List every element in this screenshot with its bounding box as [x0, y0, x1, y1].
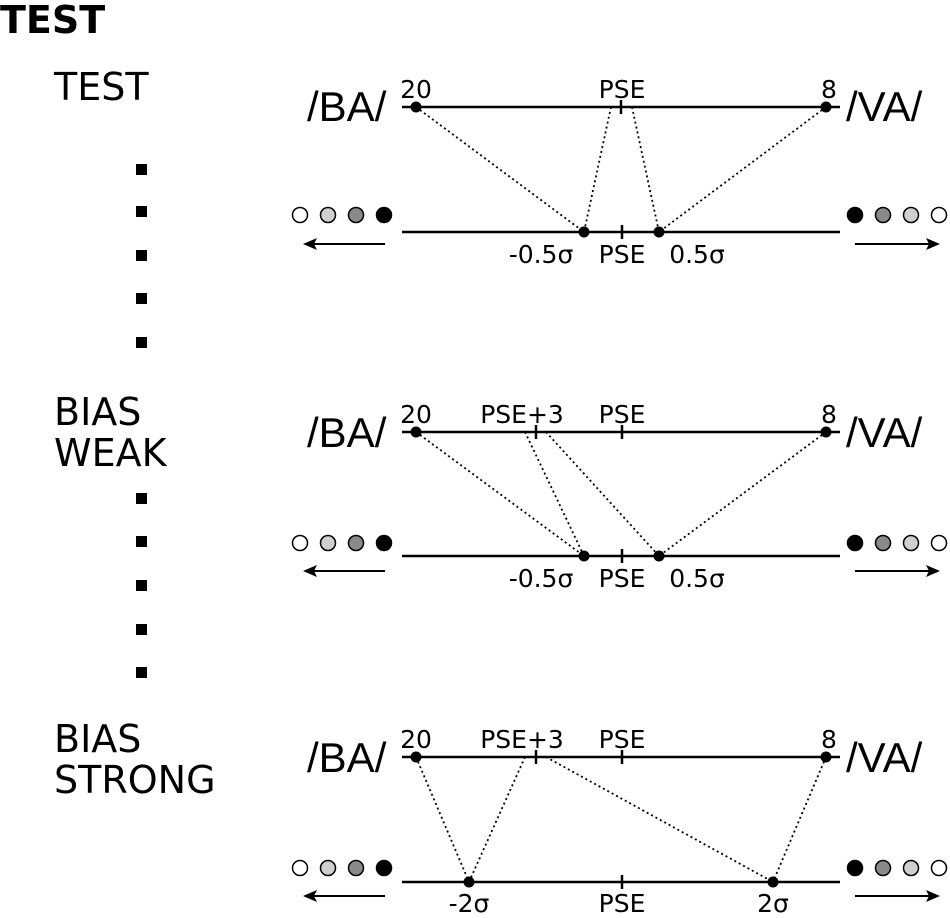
top-pse-label: PSE	[599, 75, 646, 104]
top-shift-label: PSE+3	[480, 725, 564, 754]
right-arrow-icon	[855, 238, 940, 250]
top-right-value: 8	[821, 75, 837, 104]
response-scale-right	[846, 859, 948, 877]
right-phoneme: /VA/	[846, 409, 923, 456]
left-phoneme: /BA/	[307, 734, 387, 781]
top-right-value: 8	[821, 400, 837, 429]
left-arrow-icon	[303, 238, 385, 250]
panel-label-bias-strong-line2: STRONG	[54, 758, 216, 802]
criterion-dot	[653, 226, 665, 238]
top-left-value: 20	[400, 400, 432, 429]
left-arrow-icon	[303, 565, 385, 577]
heading: TEST	[0, 0, 105, 42]
top-shift-label: PSE+3	[480, 400, 564, 429]
top-left-value: 20	[400, 725, 432, 754]
bottom-pse-label: PSE	[599, 240, 646, 269]
bottom-left-label: -0.5σ	[509, 564, 574, 593]
top-pse-label: PSE	[599, 725, 646, 754]
mapping-lines	[415, 106, 827, 233]
ellipsis-dots-lower	[136, 493, 147, 678]
bottom-pse-label: PSE	[599, 889, 646, 918]
criterion-dot	[578, 550, 590, 562]
left-phoneme: /BA/	[307, 409, 387, 456]
mapping-lines	[415, 756, 827, 883]
panel-label-bias-weak-line2: WEAK	[54, 431, 168, 475]
response-scale-left	[291, 206, 393, 224]
criterion-dot	[653, 550, 665, 562]
right-arrow-icon	[855, 890, 940, 902]
panel-label-test: TEST	[53, 65, 149, 109]
criterion-dot	[578, 226, 590, 238]
mapping-lines	[415, 431, 827, 557]
top-right-value: 8	[821, 725, 837, 754]
bottom-left-label: -2σ	[449, 889, 490, 918]
bottom-right-label: 0.5σ	[669, 564, 725, 593]
bottom-pse-label: PSE	[599, 564, 646, 593]
right-arrow-icon	[855, 565, 940, 577]
panel-label-bias-weak-line1: BIAS	[54, 390, 141, 434]
panel-label-bias-strong-line1: BIAS	[54, 717, 141, 761]
right-phoneme: /VA/	[846, 83, 923, 130]
response-scale-right	[846, 534, 948, 552]
response-scale-left	[291, 859, 393, 877]
ellipsis-dots-upper	[136, 164, 147, 348]
top-pse-label: PSE	[599, 400, 646, 429]
left-arrow-icon	[303, 890, 385, 902]
right-phoneme: /VA/	[846, 734, 923, 781]
bottom-right-label: 2σ	[757, 889, 789, 918]
panel-bias-strong: /BA/ /VA/ 20 8 PSE+3 PSE -2σ PSE 2σ	[291, 725, 948, 918]
response-scale-right	[846, 206, 948, 224]
response-scale-left	[291, 534, 393, 552]
panel-test: /BA/ /VA/ 20 8 PSE -0.5σ PSE 0.5σ	[291, 75, 948, 269]
top-left-value: 20	[400, 75, 432, 104]
bottom-right-label: 0.5σ	[669, 240, 725, 269]
left-phoneme: /BA/	[307, 83, 387, 130]
bottom-left-label: -0.5σ	[509, 240, 574, 269]
panel-bias-weak: /BA/ /VA/ 20 8 PSE+3 PSE -0.5σ PSE 0.5σ	[291, 400, 948, 593]
